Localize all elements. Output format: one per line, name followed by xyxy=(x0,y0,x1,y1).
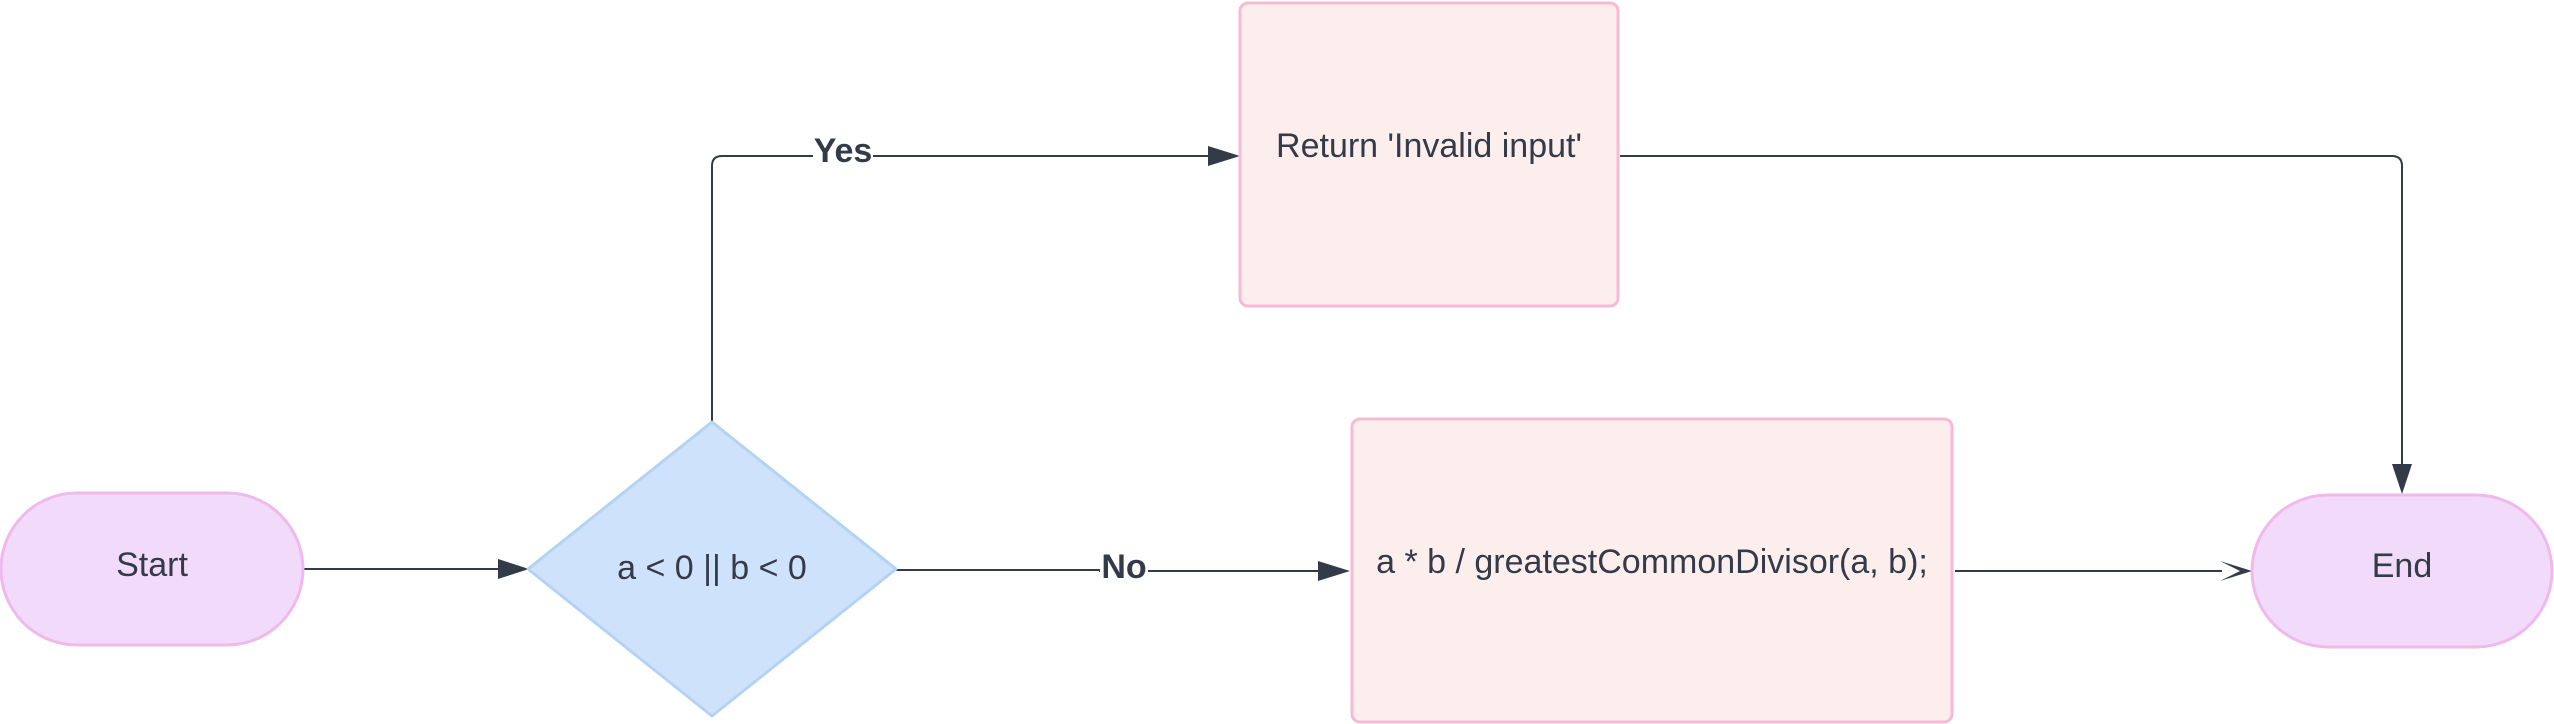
end-node-label: End xyxy=(2372,547,2433,585)
end-node: End xyxy=(2250,493,2554,649)
invalid-input-node: Return 'Invalid input' xyxy=(1238,1,1620,308)
connector-invalid-to-end xyxy=(1620,155,2412,494)
connector-decision-yes: Yes xyxy=(711,128,1240,425)
compute-node: a * b / greatestCommonDivisor(a, b); xyxy=(1350,417,1954,724)
edge-label-yes: Yes xyxy=(814,132,873,170)
connector-start-to-decision xyxy=(304,559,529,579)
decision-node-label: a < 0 || b < 0 xyxy=(617,549,807,587)
edge-label-no: No xyxy=(1101,548,1146,586)
decision-node: a < 0 || b < 0 xyxy=(526,420,898,718)
invalid-input-node-label: Return 'Invalid input' xyxy=(1276,127,1582,165)
start-node: Start xyxy=(0,491,305,647)
connector-decision-no: No xyxy=(896,544,1350,590)
compute-node-label: a * b / greatestCommonDivisor(a, b); xyxy=(1376,543,1928,581)
start-node-label: Start xyxy=(116,546,188,584)
connector-compute-to-end xyxy=(1955,561,2252,581)
